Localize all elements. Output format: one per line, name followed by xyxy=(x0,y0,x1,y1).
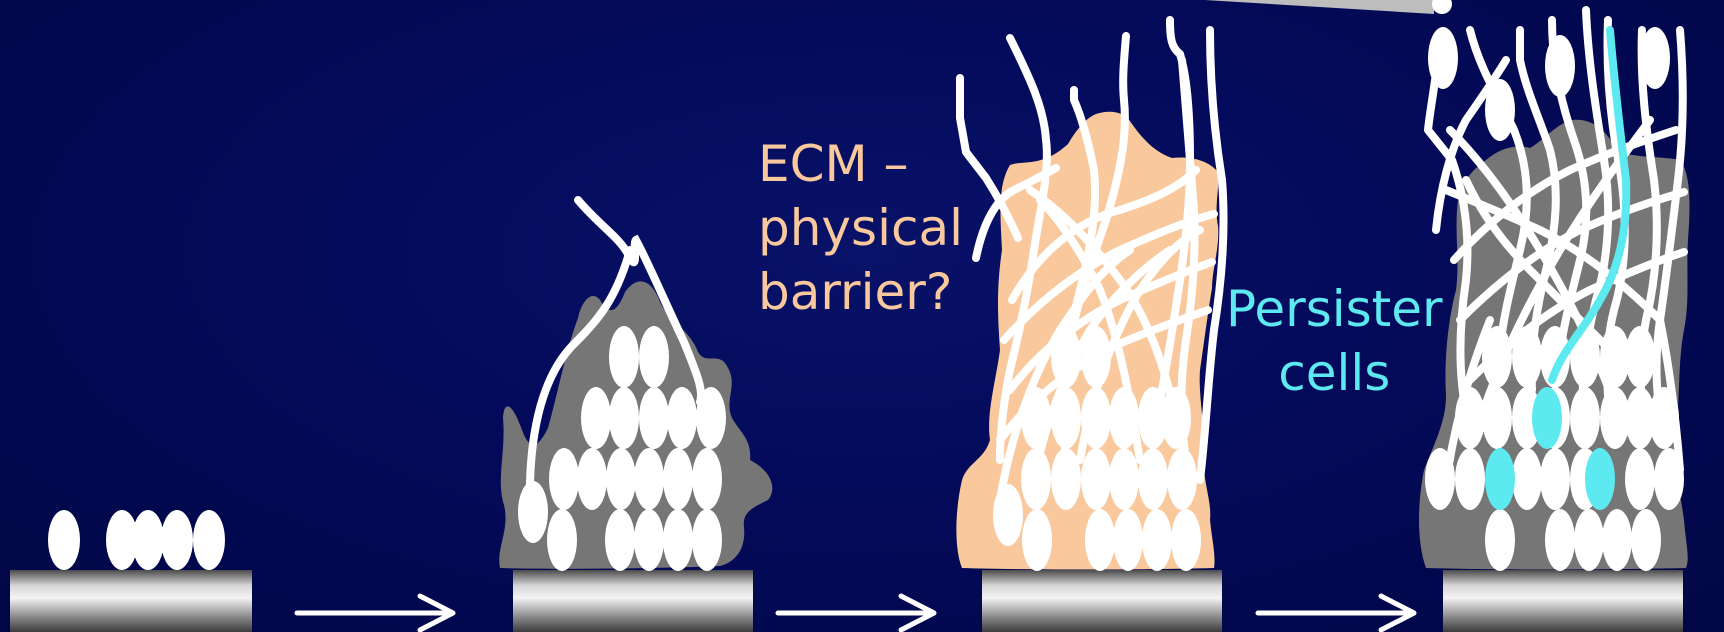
stage-1-cells xyxy=(48,510,225,570)
substrate-4 xyxy=(1443,570,1683,632)
arrow-2 xyxy=(778,596,934,630)
substrate-2 xyxy=(513,570,753,632)
persister-label: Persister cells xyxy=(1226,277,1443,405)
ecm-label: ECM – physical barrier? xyxy=(758,132,963,324)
substrate-3 xyxy=(982,570,1222,632)
ecm-label-line-2: physical xyxy=(758,196,963,260)
arrow-1 xyxy=(297,596,453,630)
substrate-1 xyxy=(10,570,252,632)
ecm-label-line-3: barrier? xyxy=(758,260,963,324)
persister-label-line-1: Persister xyxy=(1226,277,1443,341)
ecm-label-line-1: ECM – xyxy=(758,132,963,196)
persister-label-line-2: cells xyxy=(1226,341,1443,405)
arrow-3 xyxy=(1258,596,1414,630)
top-arrow-fragment xyxy=(1205,0,1452,14)
